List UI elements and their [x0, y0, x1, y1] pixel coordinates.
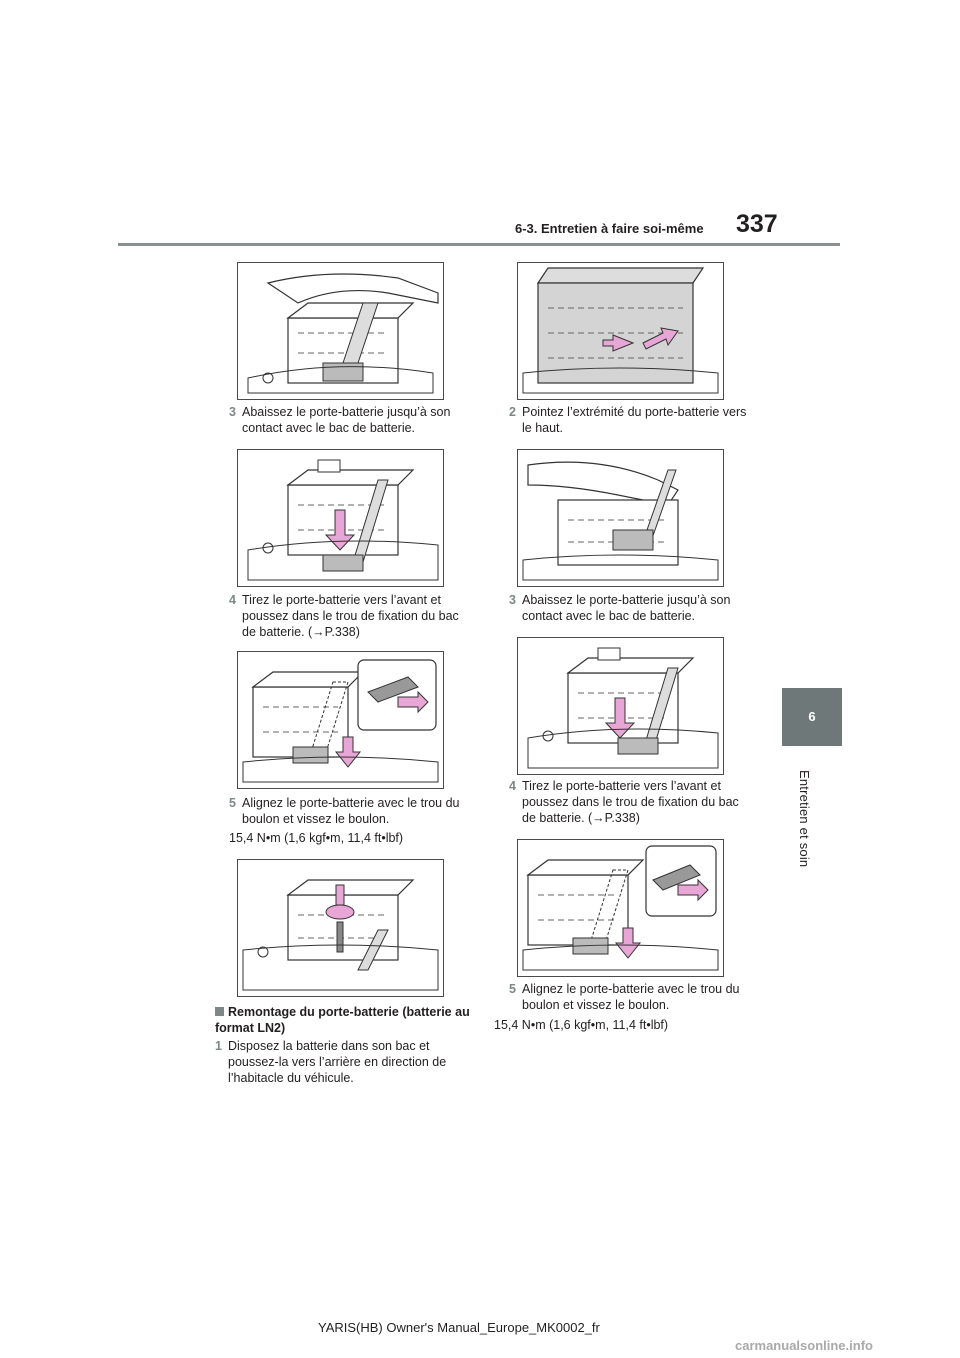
section-title: 6-3. Entretien à faire soi-même	[515, 221, 704, 236]
illustration-battery-holder-down-arrow	[237, 449, 444, 587]
illustration-battery-bolt-tighten	[237, 859, 444, 997]
chapter-label: Entretien et soin	[797, 770, 812, 868]
illustration-battery-hand-point-up	[517, 449, 724, 587]
illustration-battery-holder-push-hole	[237, 651, 444, 789]
left-torque-value: 15,4 N•m (1,6 kgf•m, 11,4 ft•lbf)	[229, 831, 404, 845]
footer-manual-id: YARIS(HB) Owner's Manual_Europe_MK0002_f…	[318, 1320, 600, 1335]
header-divider	[118, 243, 840, 246]
illustration-battery-holder-push-hole-2	[517, 839, 724, 977]
right-torque-value: 15,4 N•m (1,6 kgf•m, 11,4 ft•lbf)	[494, 1018, 669, 1032]
chapter-tab[interactable]: 6	[782, 688, 842, 746]
page-number: 337	[736, 210, 778, 238]
illustration-battery-holder-down-arrow-2	[517, 637, 724, 775]
watermark: carmanualsonline.info	[735, 1338, 873, 1353]
section-heading-ln2: Remontage du porte-batterie (batterie au…	[215, 1005, 470, 1035]
illustration-battery-push-rear	[517, 262, 724, 400]
bullet-square-icon	[215, 1007, 224, 1016]
illustration-battery-hand-lowering	[237, 262, 444, 400]
